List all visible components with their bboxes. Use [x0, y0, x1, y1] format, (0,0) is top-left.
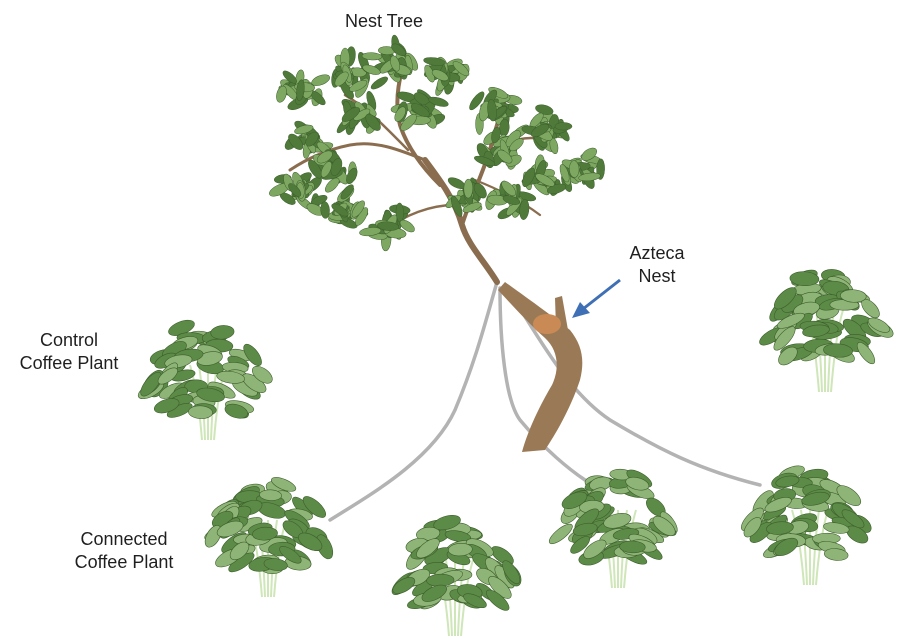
azteca-nest-label-line-1: Azteca — [612, 242, 702, 265]
tree-leaf — [555, 122, 572, 130]
leaf-cluster — [361, 35, 420, 92]
azteca-nest-label: Azteca Nest — [612, 242, 702, 288]
coffee-plant-center — [389, 513, 525, 636]
control-plant-label-line-2: Coffee Plant — [6, 352, 132, 375]
connected-plant-label: Connected Coffee Plant — [58, 528, 190, 574]
control-plant-label-line-1: Control — [6, 329, 132, 352]
control-plant-label: Control Coffee Plant — [6, 329, 132, 375]
coffee-plant-right — [738, 463, 875, 585]
vine-to-connected-plant — [330, 282, 497, 520]
coffee-plant-center-right — [546, 467, 680, 588]
fallen-trunk — [498, 282, 582, 452]
coffee-plant-far-right — [757, 267, 896, 392]
diagram-title: Nest Tree — [318, 10, 450, 33]
coffee-plant-connected — [202, 475, 336, 597]
leaf-cluster — [422, 56, 471, 97]
trunk-body — [498, 282, 582, 452]
connected-plant-label-line-2: Coffee Plant — [58, 551, 190, 574]
tree-leaf — [369, 75, 389, 92]
leaf-cluster — [444, 175, 489, 218]
coffee-plant-control — [136, 317, 276, 440]
title-text: Nest Tree — [318, 10, 450, 33]
coffee-plants — [136, 267, 896, 636]
plant-leaf — [546, 521, 575, 547]
leaf-cluster — [275, 69, 328, 113]
azteca-nest-shape — [533, 314, 561, 334]
azteca-nest-label-line-2: Nest — [612, 265, 702, 288]
nest-tree-foliage — [267, 35, 605, 252]
tree-leaf — [464, 179, 473, 198]
connected-plant-label-line-1: Connected — [58, 528, 190, 551]
